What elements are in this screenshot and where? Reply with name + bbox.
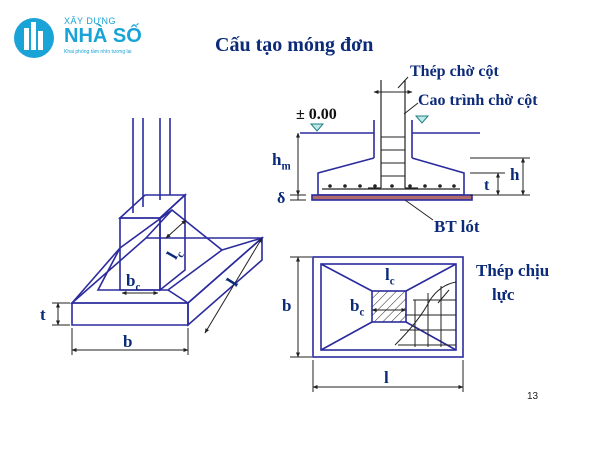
label-lean-concrete: BT lót: [434, 217, 480, 236]
plan-dimensions: [290, 256, 464, 392]
label-delta: δ: [277, 190, 286, 207]
iso-dimensions: [52, 219, 263, 355]
slide-title: Cấu tạo móng đơn: [215, 34, 374, 56]
iso-column-side: [159, 193, 186, 292]
plan-rebar-grid: [394, 281, 457, 347]
logo: XÂY DỰNG NHÀ SỐ Khai phóng tầm nhìn tươn…: [12, 14, 162, 60]
label-main-rebar-line2: lực: [492, 285, 515, 304]
plan-footing: [312, 256, 464, 358]
label-main-rebar-line1: Thép chịu: [476, 261, 550, 280]
logo-mark-icon: [14, 18, 54, 58]
iso-column-top: [117, 194, 188, 219]
page-number: 13: [527, 391, 539, 402]
lean-concrete-layer: [311, 194, 473, 201]
logo-sub-text: Khai phóng tầm nhìn tương lai: [64, 49, 132, 55]
plan-label-l: l: [384, 368, 389, 387]
section-dimensions: [290, 76, 530, 221]
iso-base-front: [71, 302, 189, 326]
logo-main-text: NHÀ SỐ: [64, 25, 142, 47]
iso-base-side: [187, 236, 263, 327]
label-elevation-mark: Cao trình chờ cột: [418, 92, 538, 109]
section-rebar-dots: [328, 184, 456, 188]
plan-label-b: b: [282, 296, 292, 315]
label-section-h: h: [510, 165, 520, 184]
logo-top-text: XÂY DỰNG: [64, 16, 117, 26]
isometric-footing: [69, 118, 265, 327]
section-level-markers: [309, 115, 430, 132]
iso-label-t: t: [40, 305, 46, 324]
plan-label-lc: lc: [385, 265, 395, 288]
section-footing: [300, 80, 480, 201]
iso-label-b: b: [123, 332, 133, 351]
label-level-zero: ± 0.00: [296, 106, 337, 123]
label-column-rebar: Thép chờ cột: [410, 63, 499, 80]
iso-label-bc: bc: [126, 271, 141, 294]
label-hm: hm: [272, 150, 291, 173]
label-section-t: t: [484, 177, 490, 194]
plan-label-bc: bc: [350, 296, 365, 319]
